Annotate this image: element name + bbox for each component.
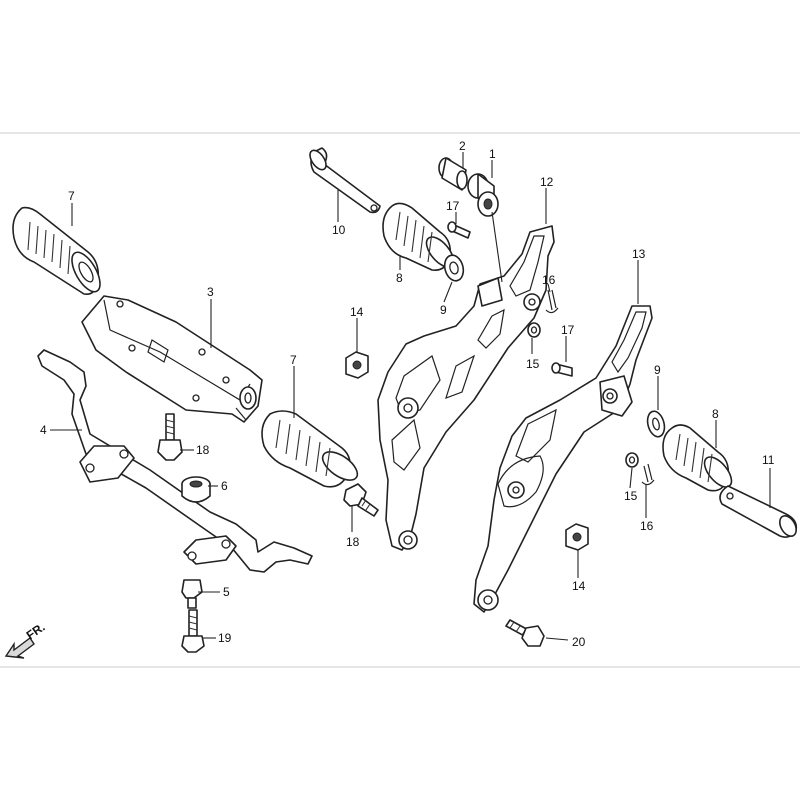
callout-9-right: 9 bbox=[654, 363, 661, 377]
washer-15-lower bbox=[625, 452, 639, 468]
washer-9-right bbox=[646, 410, 666, 438]
callout-3: 3 bbox=[207, 285, 214, 299]
callout-5: 5 bbox=[223, 585, 230, 599]
callout-15-lower: 15 bbox=[624, 489, 638, 503]
callout-20: 20 bbox=[572, 635, 586, 649]
front-arrow-icon bbox=[4, 636, 35, 659]
bolt-2 bbox=[438, 157, 468, 191]
pin-11 bbox=[719, 485, 798, 538]
callout-2: 2 bbox=[459, 139, 466, 153]
callout-10: 10 bbox=[332, 223, 346, 237]
step-holder-left bbox=[377, 225, 555, 551]
collar-6 bbox=[181, 476, 211, 503]
callout-11: 11 bbox=[762, 453, 775, 467]
cotter-pin-16-lower bbox=[641, 463, 655, 486]
washer-15-upper bbox=[527, 322, 541, 338]
cotter-pin-16-upper bbox=[545, 289, 559, 314]
pin-10 bbox=[309, 147, 381, 214]
bolt-18-left bbox=[157, 413, 183, 461]
callout-17-lower: 17 bbox=[561, 323, 575, 337]
callout-14-upper: 14 bbox=[350, 305, 364, 319]
callout-6: 6 bbox=[221, 479, 228, 493]
callout-18-left: 18 bbox=[196, 443, 210, 457]
callout-14-lower: 14 bbox=[572, 579, 586, 593]
bush-1 bbox=[467, 173, 499, 217]
washer-9-upper bbox=[443, 254, 465, 282]
callout-19: 19 bbox=[218, 631, 232, 645]
nut-14-lower bbox=[565, 523, 589, 551]
callout-7-center: 7 bbox=[290, 353, 297, 367]
front-direction-label: FR. bbox=[24, 620, 48, 643]
footpeg-rubber-left bbox=[12, 206, 101, 296]
callout-8-upper: 8 bbox=[396, 271, 403, 285]
footpeg-rubber-center bbox=[261, 410, 359, 488]
front-direction-marker: FR. bbox=[4, 620, 48, 659]
bolt-17-lower bbox=[551, 362, 573, 377]
callout-13: 13 bbox=[632, 247, 646, 261]
step-bracket-plate bbox=[81, 295, 263, 423]
callout-1: 1 bbox=[489, 147, 496, 161]
callout-16-lower: 16 bbox=[640, 519, 654, 533]
bolt-5 bbox=[181, 579, 203, 609]
callout-18-center: 18 bbox=[346, 535, 360, 549]
callout-15-upper: 15 bbox=[526, 357, 540, 371]
bolt-19 bbox=[181, 609, 205, 653]
callout-17-upper: 17 bbox=[446, 199, 460, 213]
bolt-20 bbox=[505, 619, 545, 647]
callout-8-right: 8 bbox=[712, 407, 719, 421]
callout-labels: 7 3 4 18 6 5 19 7 10 2 1 17 8 9 12 16 17… bbox=[40, 139, 775, 649]
leader-lines bbox=[50, 152, 771, 641]
callout-12: 12 bbox=[540, 175, 554, 189]
footpeg-rubber-right bbox=[662, 424, 733, 492]
callout-16-upper: 16 bbox=[542, 273, 556, 287]
bolt-18-center bbox=[343, 483, 379, 517]
nut-14-upper bbox=[345, 351, 369, 379]
callout-7-left: 7 bbox=[68, 189, 75, 203]
step-bar bbox=[37, 349, 313, 573]
step-holder-right bbox=[473, 305, 653, 613]
bolt-17-upper bbox=[447, 221, 471, 239]
callout-4: 4 bbox=[40, 423, 47, 437]
callout-9-upper: 9 bbox=[440, 303, 447, 317]
